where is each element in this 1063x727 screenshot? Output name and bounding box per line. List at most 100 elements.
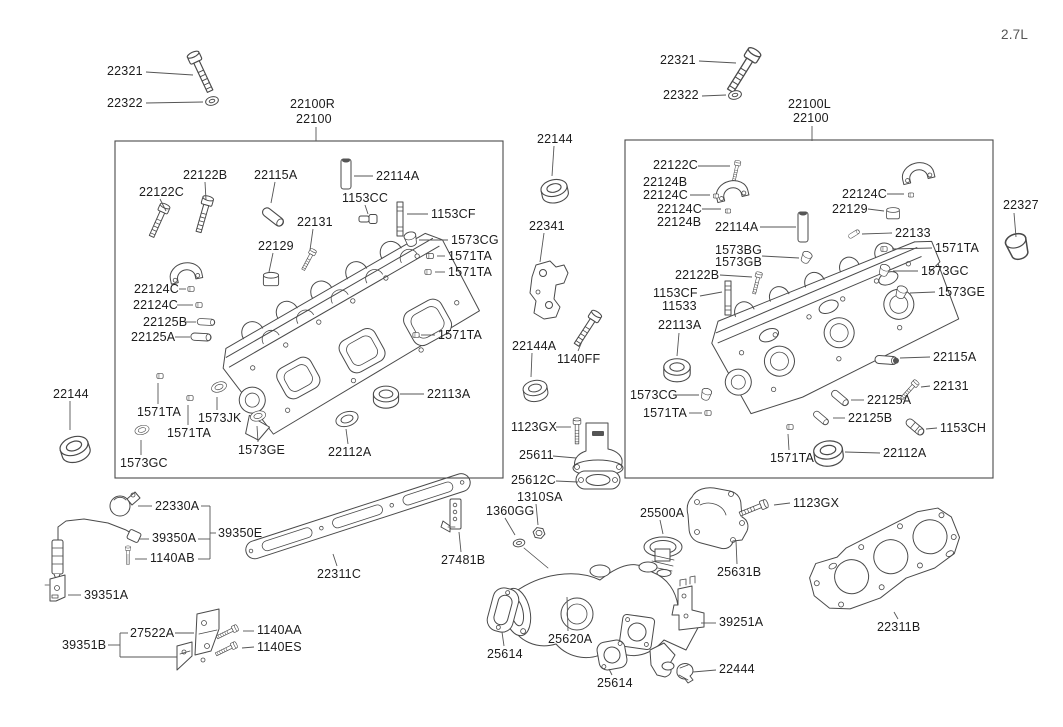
cylinder-head-left-drawing: [222, 232, 480, 441]
leader-line-25500a: [659, 519, 664, 535]
cylinder-head-right-drawing: [711, 240, 960, 415]
part-label-1153cf-10: 1153CF: [431, 207, 476, 221]
part-label-1571ta-24: 1571TA: [167, 426, 212, 440]
leader-line-25614: [501, 631, 505, 647]
leader-line-22444: [692, 669, 717, 673]
leader-line-22112a: [844, 451, 881, 454]
leader-line-1573ge: [909, 291, 936, 294]
part-label-27481b-38: 27481B: [441, 553, 486, 567]
leader-line-22311c: [332, 553, 338, 567]
leader-line-1573ge: [256, 425, 259, 443]
gasket-25614-left-drawing: [486, 587, 520, 633]
right-cylinder-head-group-box: [624, 139, 994, 479]
part-label-22113a-28: 22113A: [427, 387, 471, 401]
part-label-22322-2: 22322: [107, 96, 143, 110]
part-label-1153ch-86: 1153CH: [940, 421, 987, 435]
part-label-22144a-32: 22144A: [512, 339, 557, 353]
part-label-1573gc-25: 1573GC: [120, 456, 168, 470]
leader-line-25612c: [555, 480, 579, 483]
leader-line-22112a: [345, 428, 349, 445]
part-label-22124b-66: 22124B: [657, 215, 702, 229]
leader-line-1360gg: [504, 517, 516, 536]
part-label-39251a-45: 39251A: [719, 615, 764, 629]
part-label-22115a-80: 22115A: [933, 350, 977, 364]
part-label-22124c-65: 22124C: [657, 202, 702, 216]
part-label-1573jk-23: 1573JK: [198, 411, 242, 425]
part-label-1140es-57: 1140ES: [257, 640, 302, 654]
rocker-cover-gasket-22311c-drawing: [245, 473, 471, 560]
part-label-25612c-35: 25612C: [511, 473, 556, 487]
bracket-22341-drawing: [529, 260, 569, 320]
part-label-22131-81: 22131: [933, 379, 969, 393]
part-label-22113a-77: 22113A: [658, 318, 702, 332]
oxygen-sensor-39350a-drawing: [51, 518, 142, 583]
leader-line-1123gx: [773, 502, 791, 506]
part-label-22124c-17: 22124C: [133, 298, 178, 312]
part-label-1571ta-22: 1571TA: [137, 405, 182, 419]
part-label-22144-21: 22144: [53, 387, 89, 401]
leader-line-1153cc: [364, 204, 369, 215]
leader-line-1573gb: [761, 255, 800, 259]
leader-line-22115a: [899, 356, 931, 359]
fitting-1153cc-drawing: [358, 214, 378, 224]
part-label-1571ta-15: 1571TA: [448, 265, 493, 279]
leader-line-1153ch: [925, 427, 938, 430]
part-label-22129-69: 22129: [832, 202, 868, 216]
part-label-22322-59: 22322: [663, 88, 699, 102]
part-label-22114a-8: 22114A: [376, 169, 420, 183]
part-label-1123gx-41: 1123GX: [793, 496, 840, 510]
part-label-25620a-42: 25620A: [548, 632, 593, 646]
part-label-1360gg-37: 1360GG: [486, 504, 535, 518]
part-label-22321-58: 22321: [660, 53, 696, 67]
part-label-22444-46: 22444: [719, 662, 755, 676]
part-label-22122b-74: 22122B: [675, 268, 720, 282]
part-label-1573gb-73: 1573GB: [715, 255, 763, 269]
leader-line-1140ff: [577, 338, 584, 352]
part-label-22131-11: 22131: [297, 215, 333, 229]
leader-line-22131: [309, 228, 314, 251]
leader-line-22129: [867, 208, 885, 212]
housing-25631b-drawing: [686, 487, 749, 550]
leader-line-22321: [145, 71, 194, 76]
part-label-1573cg-13: 1573CG: [451, 233, 499, 247]
leader-line-25631b: [735, 540, 738, 565]
part-label-25631b-40: 25631B: [717, 565, 762, 579]
part-label-22311b-47: 22311B: [877, 620, 921, 634]
part-label-39350a-50: 39350A: [152, 531, 197, 545]
bracket-27522a-drawing: [194, 608, 220, 663]
part-label-22122b-6: 22122B: [183, 168, 228, 182]
part-label-22330a-49: 22330A: [155, 499, 200, 513]
part-label-22124c-68: 22124C: [842, 187, 887, 201]
pin-1153ch-drawing: [904, 416, 926, 438]
leader-line-22113a: [676, 332, 680, 357]
leader-line-22131: [920, 385, 931, 388]
part-label-22125b-18: 22125B: [143, 315, 188, 329]
head-gasket-22311b-drawing: [809, 507, 961, 610]
part-label-1153cf-75: 1153CF: [653, 286, 698, 300]
part-label-22122c-62: 22122C: [653, 158, 698, 172]
thermostat-25500a-drawing: [643, 536, 683, 577]
part-label-1573bg-72: 1573BG: [715, 243, 763, 257]
part-label-22125a-84: 22125A: [867, 393, 912, 407]
leader-line-22115a: [270, 181, 276, 204]
leader-line-22327: [1013, 212, 1017, 238]
part-label-22144-29: 22144: [537, 132, 573, 146]
part-label-25614-43: 25614: [487, 647, 523, 661]
leader-line-1310sa: [535, 503, 539, 526]
part-label-22341-30: 22341: [529, 219, 565, 233]
part-label-22124b-63: 22124B: [643, 175, 688, 189]
leader-line-1571ta: [891, 247, 933, 250]
part-label-22114a-67: 22114A: [715, 220, 759, 234]
part-label-22125a-19: 22125A: [131, 330, 176, 344]
part-label-22112a-27: 22112A: [328, 445, 372, 459]
part-label-22125b-85: 22125B: [848, 411, 893, 425]
part-label-25614-44: 25614: [597, 676, 633, 690]
part-label-1140ff-31: 1140FF: [557, 352, 601, 366]
part-label-22129-12: 22129: [258, 239, 294, 253]
part-label-1140ab-51: 1140AB: [150, 551, 195, 565]
clamp-22444-drawing: [676, 663, 694, 684]
left-cylinder-head-group-box: [114, 140, 504, 479]
leader-line-25620a: [566, 596, 569, 632]
